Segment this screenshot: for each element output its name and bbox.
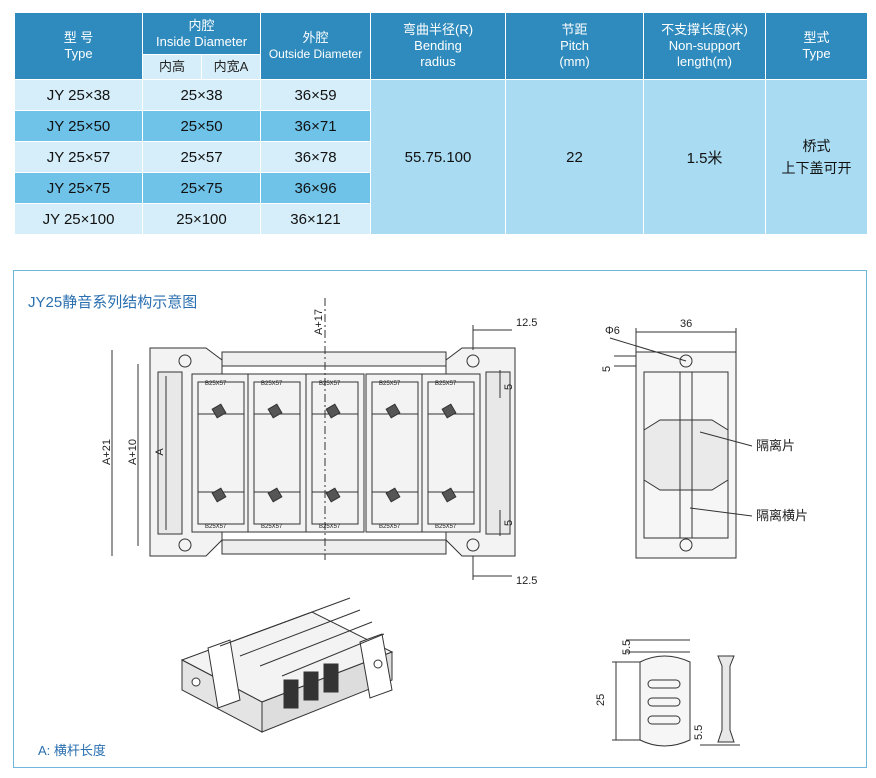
- link-mark: B25X57: [435, 524, 457, 530]
- dim-a21: A+21: [101, 439, 113, 465]
- link-mark: B25X57: [261, 381, 283, 387]
- dim-5-5-top: 5.5: [621, 640, 633, 655]
- cell-inside: 25×50: [141, 110, 262, 142]
- isometric-view: [180, 597, 394, 733]
- cell-outside: 36×121: [260, 203, 372, 235]
- table-row: JY 25×57 25×57 36×78: [14, 141, 868, 173]
- dim-5-5-bottom: 5.5: [693, 725, 705, 740]
- dim-5-bottom: 5: [503, 520, 515, 526]
- pin-hole-icon: [178, 354, 192, 368]
- table-row: JY 25×100 25×100 36×121: [14, 203, 868, 235]
- link-mark: B25X57: [205, 524, 227, 530]
- dim-12-5-top: 12.5: [516, 317, 537, 329]
- top-view: [111, 298, 516, 580]
- cell-type: JY 25×100: [14, 203, 143, 235]
- cell-type: JY 25×50: [14, 110, 143, 142]
- cell-inside: 25×38: [141, 79, 262, 111]
- cell-form: 桥式上下盖可开: [765, 79, 869, 235]
- link-profile: [612, 639, 740, 747]
- side-view: [609, 328, 753, 559]
- dim-phi6: Φ6: [605, 325, 620, 337]
- cell-type: JY 25×57: [14, 141, 143, 173]
- link-mark: B25X57: [261, 524, 283, 530]
- cell-inside: 25×100: [141, 203, 262, 235]
- table-row: JY 25×38 25×38 36×59 55.75.100 22 1.5米 桥…: [14, 79, 869, 235]
- label-separator: 隔离片: [756, 438, 795, 453]
- cell-outside: 36×71: [260, 110, 372, 142]
- link-mark: B25X57: [435, 381, 457, 387]
- cell-bending: 55.75.100: [370, 79, 507, 235]
- cell-outside: 36×78: [260, 141, 372, 173]
- dim-5-top: 5: [503, 384, 515, 390]
- dim-5-side: 5: [601, 366, 613, 372]
- link-mark: B25X57: [379, 381, 401, 387]
- cell-inside: 25×75: [141, 172, 262, 204]
- header-inside-width: 内宽A: [200, 54, 262, 80]
- cell-type: JY 25×38: [14, 79, 143, 111]
- link-mark: B25X57: [319, 524, 341, 530]
- drawing-frame: [13, 270, 867, 768]
- cell-pitch: 22: [505, 79, 645, 235]
- table-row: JY 25×75 25×75 36×96: [14, 172, 868, 204]
- drawing-note: A: 横杆长度: [38, 743, 106, 758]
- pin-hole-icon: [178, 538, 192, 552]
- table-row: JY 25×50 25×50 36×71: [14, 110, 868, 142]
- dim-36: 36: [680, 318, 692, 330]
- link-mark: B25X57: [319, 381, 341, 387]
- link-mark: B25X57: [205, 381, 227, 387]
- link-mark: B25X57: [379, 524, 401, 530]
- cell-nonsupport: 1.5米: [643, 79, 767, 235]
- dim-25: 25: [595, 694, 607, 706]
- label-crossbar: 隔离横片: [756, 508, 808, 523]
- drawing-title: JY25静音系列结构示意图: [28, 294, 198, 311]
- dim-12-5-bottom: 12.5: [516, 575, 537, 587]
- dim-a: A: [154, 448, 166, 456]
- pin-hole-icon: [466, 354, 480, 368]
- cell-inside: 25×57: [141, 141, 262, 173]
- pin-hole-icon: [466, 538, 480, 552]
- dim-a17: A+17: [313, 309, 325, 335]
- cell-outside: 36×96: [260, 172, 372, 204]
- cell-type: JY 25×75: [14, 172, 143, 204]
- dim-a10: A+10: [127, 439, 139, 465]
